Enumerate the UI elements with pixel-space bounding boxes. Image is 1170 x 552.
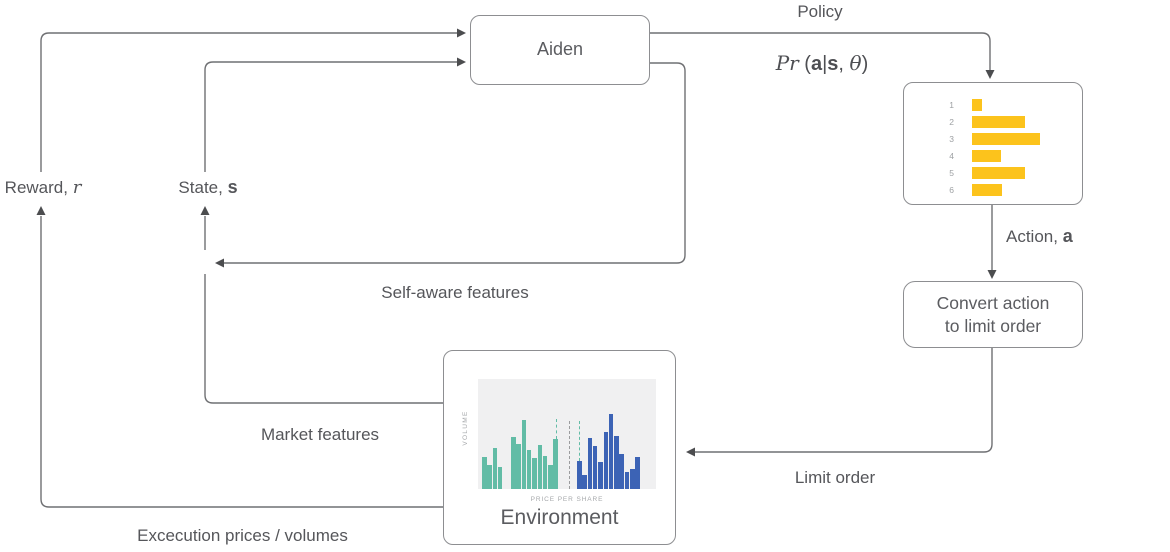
orderbook-bar-ask-side <box>619 454 624 489</box>
action-distribution-chart: 1 2 3 4 5 6 <box>904 96 1082 198</box>
action-label-text: Action, <box>1006 227 1063 246</box>
orderbook-bar-bid-side <box>511 437 516 489</box>
orderbook-bar-bid-side <box>532 458 537 489</box>
action-bar <box>972 132 1040 145</box>
action-bar <box>972 183 1002 196</box>
convert-action-line1: Convert action <box>936 292 1050 313</box>
formula-a: a <box>810 53 823 75</box>
action-bar <box>972 115 1025 128</box>
action-bar <box>972 149 1001 162</box>
orderbook-bar-bid-side <box>487 465 492 489</box>
action-category-label: 4 <box>949 150 954 161</box>
action-bar <box>972 166 1025 179</box>
action-row: 6 <box>904 181 1082 198</box>
convert-action-node: Convert action to limit order <box>903 281 1083 348</box>
orderbook-bar-ask-side <box>577 461 582 489</box>
environment-node: VOLUME PRICE PER SHARE Environment <box>443 350 676 545</box>
aiden-node: Aiden <box>470 15 650 85</box>
state-label-text: State, <box>178 178 228 197</box>
limitorder-arrowhead-icon <box>686 447 695 457</box>
reward-variable: r <box>72 177 82 198</box>
reward-right-arrowhead-icon <box>457 28 466 38</box>
selfaware-connector <box>224 62 686 264</box>
formula-bar: | <box>822 53 828 75</box>
action-bar <box>972 98 982 111</box>
selfaware-label: Self-aware features <box>381 283 529 302</box>
mid-price-marker-icon <box>569 421 570 489</box>
state-variable: s <box>227 177 238 197</box>
policy-connector <box>650 32 991 70</box>
orderbook-bar-ask-side <box>624 472 630 489</box>
limitorder-connector <box>695 348 993 453</box>
formula-close-paren: ) <box>861 53 869 75</box>
orderbook-bar-bid-side <box>516 444 521 489</box>
orderbook-bar-bid-side <box>553 439 558 489</box>
orderbook-bar-ask-side <box>592 446 598 489</box>
orderbook-xlabel: PRICE PER SHARE <box>530 496 604 503</box>
orderbook-chart: VOLUME <box>462 379 656 489</box>
market-features-label: Market features <box>260 425 380 444</box>
selfaware-arrowhead-icon <box>215 258 224 268</box>
policy-arrowhead-icon <box>985 70 995 79</box>
reward-top-connector <box>40 32 457 172</box>
state-up-arrowhead-icon <box>200 206 210 215</box>
orderbook-bar-bid-side <box>526 450 532 489</box>
formula-s: s <box>827 53 839 75</box>
execution-label: Excecution prices / volumes <box>137 526 348 545</box>
action-distribution-node: 1 2 3 4 5 6 <box>903 82 1083 205</box>
action-row: 5 <box>904 164 1082 181</box>
state-right-arrowhead-icon <box>457 57 466 67</box>
aiden-node-label: Aiden <box>536 39 584 60</box>
orderbook-bar-bid-side <box>542 456 548 489</box>
orderbook-bar-ask-side <box>587 438 593 489</box>
action-category-label: 1 <box>949 99 954 110</box>
action-row: 3 <box>904 130 1082 147</box>
action-category-label: 2 <box>949 116 954 127</box>
action-category-label: 3 <box>949 133 954 144</box>
orderbook-bar-ask-side <box>582 475 587 489</box>
orderbook-bar-bid-side <box>548 465 553 489</box>
formula-pr: Pr <box>775 51 799 75</box>
action-label: Action, a <box>1006 226 1073 247</box>
orderbook-bar-ask-side <box>603 432 608 489</box>
orderbook-bar-bid-side <box>482 457 487 489</box>
orderbook-bar-ask-side <box>598 462 603 489</box>
state-top-connector <box>204 61 457 172</box>
state-label: State, s <box>172 177 244 198</box>
action-category-label: 5 <box>949 167 954 178</box>
limit-order-label: Limit order <box>794 468 876 487</box>
environment-node-label: Environment <box>500 506 619 529</box>
orderbook-bar-bid-side <box>497 467 503 489</box>
formula-open-paren: ( <box>798 53 811 75</box>
formula-theta: θ <box>849 51 862 75</box>
best-ask-marker-icon <box>579 421 580 461</box>
action-row: 4 <box>904 147 1082 164</box>
convert-action-node-label: Convert action to limit order <box>937 292 1050 338</box>
orderbook-bar-ask-side <box>630 469 635 489</box>
orderbook-ylabel: VOLUME <box>462 410 469 446</box>
orderbook-bar-bid-side <box>537 445 542 489</box>
formula-comma: , <box>838 53 850 75</box>
reward-label-text: Reward, <box>4 178 73 197</box>
action-row: 1 <box>904 96 1082 113</box>
policy-label: Policy <box>797 2 843 21</box>
orderbook-bar-ask-side <box>608 414 614 489</box>
orderbook-bar-bid-side <box>521 420 527 489</box>
orderbook-bar-ask-side <box>614 436 619 489</box>
policy-formula: Pr (a|s, θ) <box>752 51 892 76</box>
action-arrowhead-icon <box>987 270 997 279</box>
orderbook-bar-bid-side <box>492 448 498 489</box>
market-connector <box>204 274 443 404</box>
action-category-label: 6 <box>949 184 954 195</box>
action-row: 2 <box>904 113 1082 130</box>
reward-label: Reward, r <box>0 177 88 198</box>
best-bid-marker-icon <box>556 419 557 439</box>
reward-up-arrowhead-icon <box>36 206 46 215</box>
execution-connector <box>40 216 443 508</box>
convert-action-line2: to limit order <box>944 315 1042 336</box>
action-variable: a <box>1062 226 1073 246</box>
orderbook-bar-ask-side <box>635 457 640 489</box>
